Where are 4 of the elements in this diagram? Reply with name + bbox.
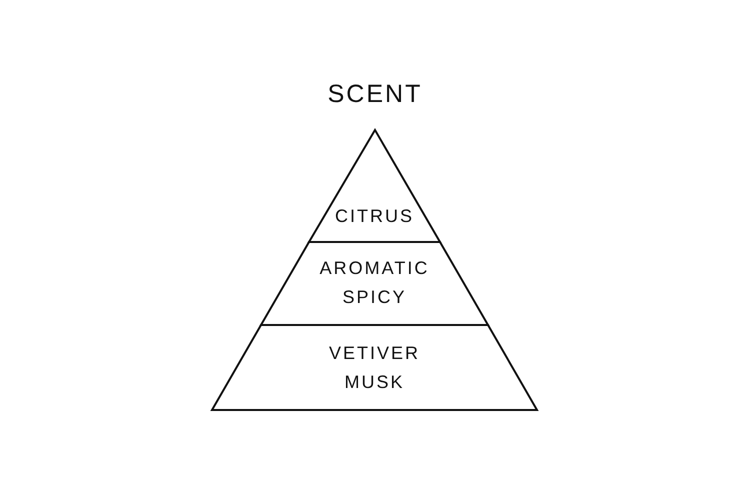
tier-label: VETIVER MUSK <box>328 342 422 394</box>
tier-label: AROMATIC SPICY <box>318 257 430 309</box>
tier-label: CITRUS <box>334 205 415 228</box>
title: SCENT <box>326 80 424 109</box>
